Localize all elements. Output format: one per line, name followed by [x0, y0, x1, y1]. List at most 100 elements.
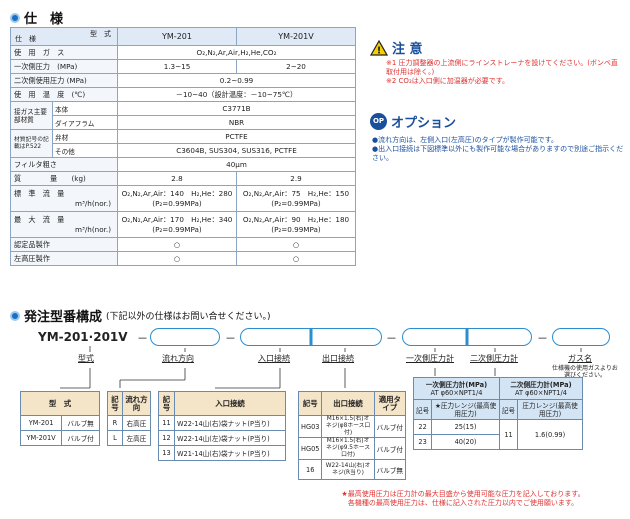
label-flow: 流れ方向 — [162, 354, 194, 363]
label-inlet: 入口接続 — [258, 354, 290, 363]
flow-desc: 右高圧 — [121, 415, 152, 431]
flow-desc: 左高圧 — [121, 430, 152, 446]
std-flow-201v: O₂,N₂,Ar,Air：75 H₂,He：150(P₂=0.99MPa) — [236, 185, 356, 212]
circle-mark: ○ — [236, 251, 356, 266]
order-note: (下記以外の仕様はお問い合せください。) — [106, 312, 271, 322]
inlet-desc: W22-14山(左)袋ナット(P当り) — [174, 430, 286, 446]
max-flow-201v: O₂,N₂,Ar,Air：90 H₂,He：180(P₂=0.99MPa) — [236, 211, 356, 238]
row-label: 質 量 (kg) — [10, 171, 118, 186]
label-p2: 二次側圧力計 — [470, 354, 518, 363]
row-label: フィルタ粗さ — [10, 157, 118, 172]
p2-code: 11 — [498, 419, 519, 450]
option-header: OP オプション — [370, 112, 456, 131]
material-value: NBR — [117, 115, 356, 130]
inlet-code: 13 — [158, 445, 175, 461]
outlet-code: HG05 — [297, 437, 323, 460]
row-value: 2.8 — [117, 171, 237, 186]
outlet-desc: M16×1.5(右)オネジ(φ9.5ホース口付) — [321, 437, 375, 460]
bullet-icon — [10, 12, 20, 23]
gauge-pill — [402, 328, 532, 346]
material-sub: 本体 — [52, 101, 118, 116]
inlet-desc: W21-14山(右)袋ナット(P当り) — [174, 445, 286, 461]
order-title: 発注型番構成 (下記以外の仕様はお問い合せください。) — [10, 306, 271, 325]
flow-pill — [150, 328, 220, 346]
outlet-code: 16 — [297, 459, 323, 480]
p1-code: 22 — [412, 419, 433, 435]
inlet-h1: 記号 — [158, 391, 175, 416]
outlet-desc: M16×1.5(右)オネジ(φ8ホース口付) — [321, 415, 375, 438]
row-value: 2~20 — [236, 59, 356, 74]
row-label: 左高圧製作 — [10, 251, 118, 266]
row-label: 認定品製作 — [10, 237, 118, 252]
footnote: ★最高使用圧力は圧力計の最大目盛から使用可能な圧力を記入しております。 各機種の… — [300, 490, 626, 508]
inlet-code: 11 — [158, 415, 175, 431]
row-value: －10~40（設計温度：－10~75℃） — [117, 87, 356, 102]
option-notes: ●流れ方向は、左側入口(左高圧)のタイプが製作可能です。 ●出入口接続は下図標準… — [372, 136, 626, 163]
option-badge-icon: OP — [370, 113, 387, 130]
footnote-1: ★最高使用圧力は圧力計の最大目盛から使用可能な圧力を記入しております。 — [341, 490, 585, 498]
gauge-r2: 圧力レンジ(最高使用圧力) — [517, 399, 583, 420]
flow-code: L — [107, 430, 123, 446]
warning-icon: ! — [370, 39, 388, 56]
outlet-h1: 記号 — [297, 391, 323, 416]
row-label: 二次側使用圧力 (MPa) — [10, 73, 118, 88]
material-sub: 弁材 — [52, 129, 118, 144]
outlet-type: バルブ付 — [373, 437, 407, 460]
spec-title-text: 仕 様 — [24, 12, 64, 27]
gauge-k: 記号 — [498, 399, 519, 420]
outlet-desc: W22-14山(右)オネジ(R当り) — [321, 459, 375, 480]
p1-range: 40(20) — [431, 434, 500, 450]
row-label: 使 用 温 度 (℃) — [10, 87, 118, 102]
option-note-2: ●出入口接続は下図標準以外にも製作可能な場合がありますので別途ご指示ください。 — [372, 145, 624, 162]
gas-pill — [552, 328, 610, 346]
row-label: 使 用 ガ ス — [10, 45, 118, 60]
material-note: 材質記号の記載はP.522 — [10, 129, 53, 158]
caution-note-1: ※1 圧力調整器の上流側にラインストレーナを設けてください。(ボンベ直取付用は除… — [386, 59, 618, 76]
outlet-type: バルブ無 — [373, 459, 407, 480]
type-desc: バルブ付 — [61, 430, 100, 446]
row-value: 0.2~0.99 — [117, 73, 356, 88]
p1-code: 23 — [412, 434, 433, 450]
circle-mark: ○ — [236, 237, 356, 252]
inlet-h2: 入口接続 — [174, 391, 286, 416]
footnote-2: 各機種の最高使用圧力は、仕様に記入された圧力以内でご使用願います。 — [347, 499, 579, 507]
bullet-icon — [10, 310, 20, 321]
caution-header: ! 注 意 — [370, 38, 423, 57]
circle-mark: ○ — [117, 237, 237, 252]
flow-code: R — [107, 415, 123, 431]
material-value: C3771B — [117, 101, 356, 116]
material-value: PCTFE — [117, 129, 356, 144]
material-group-label: 接ガス主要部材質 — [10, 101, 53, 130]
material-value: C3604B, SUS304, SUS316, PCTFE — [117, 143, 356, 158]
dash: － — [537, 332, 548, 345]
caution-notes: ※1 圧力調整器の上流側にラインストレーナを設けてください。(ボンベ直取付用は除… — [386, 59, 624, 86]
outlet-h2: 出口接続 — [321, 391, 375, 416]
outlet-h3: 適用タイプ — [373, 391, 407, 416]
outlet-code: HG03 — [297, 415, 323, 438]
spec-title: 仕 様 — [10, 8, 63, 27]
order-title-text: 発注型番構成 — [24, 310, 103, 325]
dash: － — [225, 332, 236, 345]
max-flow-201: O₂,N₂,Ar,Air：170 H₂,He：340(P₂=0.99MPa) — [117, 211, 237, 238]
type-code: YM-201 — [19, 415, 63, 431]
type-header: 型 式 — [20, 391, 100, 416]
order-model: YM-201·201V — [38, 330, 128, 344]
gas-note: 仕様機の使用ガスよりお選びください。 — [552, 365, 618, 379]
row-value: O₂,N₂,Ar,Air,H₂,He,CO₂ — [117, 45, 356, 60]
corner-cell: 型 式 仕 様 — [10, 27, 118, 46]
gauge-r1: ★圧力レンジ(最高使用圧力) — [431, 399, 500, 420]
flow-h2: 流れ方向 — [121, 391, 152, 416]
row-value: 2.9 — [236, 171, 356, 186]
type-desc: バルブ無 — [61, 415, 100, 431]
gauge-k: 記号 — [412, 399, 433, 420]
dash: － — [137, 332, 148, 345]
connection-pill — [240, 328, 382, 346]
option-title: オプション — [391, 116, 457, 131]
